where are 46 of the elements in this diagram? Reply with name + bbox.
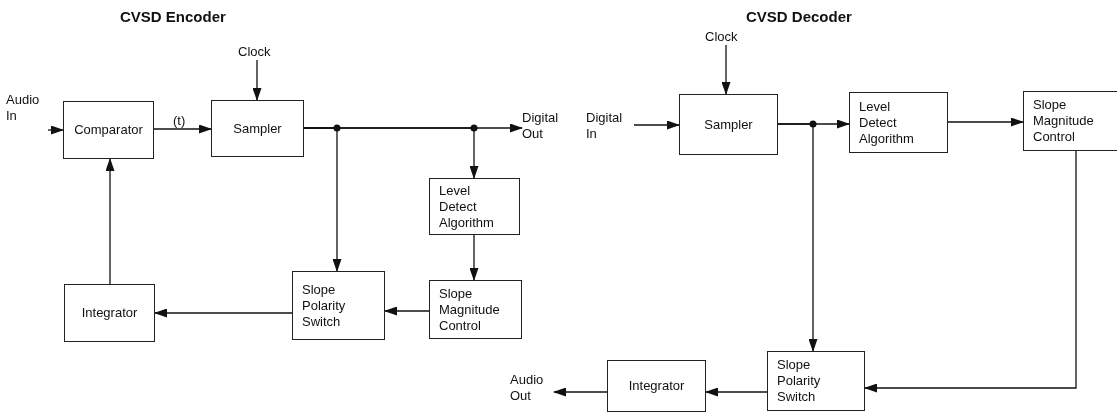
arrow [252,59,262,101]
arrow [777,123,818,352]
process-box [429,280,522,339]
arrow [633,120,680,130]
box-label: Level Detect Algorithm [859,98,914,147]
signal-label: Audio In [6,92,48,134]
box-label: Sampler [704,116,753,133]
process-box [1023,91,1117,151]
arrow [105,158,115,285]
arrow [947,117,1024,127]
signal-label: Digital Out [522,110,568,146]
arrow [303,127,479,179]
box-label: Slope Polarity Switch [777,357,821,405]
arrow [469,234,479,281]
signal-label: Audio Out [510,372,554,408]
arrow [154,308,293,318]
box-label: Comparator [74,122,143,138]
arrow [153,124,212,134]
box-label: Integrator [81,305,138,321]
process-box [429,178,520,235]
section-heading: CVSD Encoder [120,8,226,25]
signal-label: Clock [705,29,747,45]
box-label: Slope Magnitude Control [439,285,500,334]
process-box [64,284,155,342]
box-label: Slope Polarity Switch [302,281,346,330]
box-label: Level Detect Algorithm [439,182,494,231]
arrow [47,125,64,135]
arrow [553,387,608,397]
process-box [849,92,948,153]
process-box [679,94,778,155]
signal-label: Clock [238,44,278,60]
arrow [384,306,430,316]
arrow [705,387,768,397]
box-label: Sampler [233,120,282,137]
arrow [721,44,731,95]
arrow [864,150,1077,393]
box-label: Integrator [628,378,685,394]
box-label: Slope Magnitude Control [1033,97,1094,145]
process-box [767,351,865,411]
process-box [607,360,706,412]
process-box [292,271,385,340]
process-box [63,101,154,159]
edge-label: (t) [172,114,187,128]
process-box [211,100,304,157]
section-heading: CVSD Decoder [746,8,852,25]
signal-label: Digital In [586,110,634,144]
